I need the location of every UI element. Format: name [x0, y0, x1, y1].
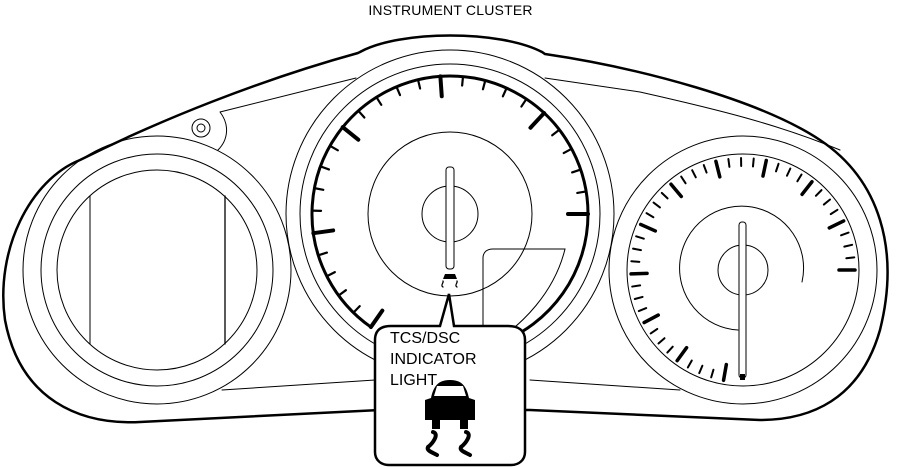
- gauge-minor-tick: [680, 175, 687, 185]
- gauge-minor-tick: [660, 191, 669, 200]
- gauge-major-tick: [642, 313, 660, 325]
- right-gauge: [608, 135, 878, 405]
- callout-line-1: TCS/DSC: [390, 330, 461, 347]
- gauge-minor-tick: [691, 169, 697, 179]
- gauge-minor-tick: [501, 87, 508, 98]
- gauge-minor-tick: [710, 368, 715, 379]
- gauge-minor-tick: [785, 167, 792, 177]
- gauge-minor-tick: [562, 147, 573, 155]
- gauge-minor-tick: [645, 212, 655, 219]
- gauge-major-tick: [528, 111, 547, 130]
- diagram-title: INSTRUMENT CLUSTER: [368, 2, 533, 18]
- gauge-minor-tick: [814, 189, 823, 197]
- gauge-minor-tick: [461, 75, 465, 87]
- gauge-minor-tick: [796, 173, 803, 183]
- left-upper-trim: [217, 77, 357, 151]
- gauge-minor-tick: [317, 251, 329, 257]
- gauge-minor-tick: [843, 243, 854, 248]
- gauge-minor-tick: [845, 256, 856, 260]
- gauge-major-tick: [714, 159, 722, 179]
- gauge-minor-tick: [829, 208, 839, 216]
- gauge-minor-tick: [375, 96, 383, 106]
- gauge-minor-tick: [637, 307, 648, 313]
- gauge-minor-tick: [632, 247, 642, 252]
- gauge-minor-tick: [416, 78, 422, 90]
- gauge-minor-tick: [649, 327, 659, 335]
- callout-line-2: INDICATOR: [390, 351, 477, 368]
- gauge-minor-tick: [520, 97, 528, 108]
- trip-knob-icon: [191, 118, 211, 138]
- gauge-major-tick: [721, 362, 729, 383]
- tachometer-scale-arc: [310, 74, 590, 329]
- gauge-minor-tick: [635, 235, 645, 240]
- callout-box: [373, 293, 527, 467]
- gauge-minor-tick: [657, 337, 666, 345]
- gauge-major-tick: [800, 179, 814, 197]
- gauge-major-tick: [827, 219, 846, 230]
- gauge-minor-tick: [751, 157, 755, 168]
- gauge-minor-tick: [631, 284, 642, 288]
- gauge-major-tick: [629, 271, 649, 276]
- gauge-minor-tick: [822, 198, 832, 206]
- callout-line-3: LIGHT: [390, 372, 438, 389]
- gauge-minor-tick: [702, 164, 708, 174]
- gauge-major-tick: [438, 74, 444, 99]
- tcs-indicator-small-icon: [441, 274, 458, 288]
- gauge-minor-tick: [652, 201, 661, 209]
- gauge-minor-tick: [571, 168, 582, 174]
- gauge-minor-tick: [774, 162, 780, 173]
- gauge-major-tick: [340, 125, 361, 142]
- gauge-minor-tick: [395, 85, 402, 97]
- gauge-minor-tick: [481, 79, 487, 91]
- gauge-minor-tick: [576, 190, 588, 195]
- gauge-major-tick: [669, 182, 684, 199]
- gauge-major-tick: [675, 345, 689, 363]
- right-upper-trim: [544, 77, 841, 151]
- callout-label: TCS/DSC INDICATOR LIGHT: [390, 328, 477, 391]
- gauge-major-tick: [368, 308, 385, 330]
- gauge-minor-tick: [328, 144, 339, 152]
- tachometer-scale-arc-lower: [495, 212, 590, 346]
- left-gauge: [22, 135, 292, 405]
- gauge-minor-tick: [698, 364, 704, 375]
- gauge-minor-tick: [840, 231, 850, 237]
- gauge-minor-tick: [630, 260, 641, 263]
- speedometer-needle: [738, 221, 747, 379]
- gauge-minor-tick: [551, 128, 561, 137]
- gauge-minor-tick: [633, 295, 644, 300]
- gauge-minor-tick: [727, 157, 731, 168]
- gauge-minor-tick: [666, 345, 674, 354]
- right-lower-trim: [529, 379, 681, 391]
- gauge-major-tick: [761, 158, 769, 178]
- gauge-minor-tick: [686, 359, 693, 369]
- gauge-minor-tick: [313, 187, 325, 191]
- gauge-minor-tick: [319, 165, 331, 171]
- gauge-minor-tick: [357, 109, 366, 119]
- gauge-major-tick: [638, 222, 658, 233]
- left-lower-trim: [221, 379, 376, 391]
- gauge-minor-tick: [352, 305, 361, 314]
- tachometer-needle: [445, 166, 455, 270]
- gauge-major-tick: [311, 228, 336, 236]
- gauge-minor-tick: [337, 289, 348, 297]
- gauge-minor-tick: [325, 271, 336, 278]
- tcs-dsc-skidding-car-icon: [425, 380, 475, 457]
